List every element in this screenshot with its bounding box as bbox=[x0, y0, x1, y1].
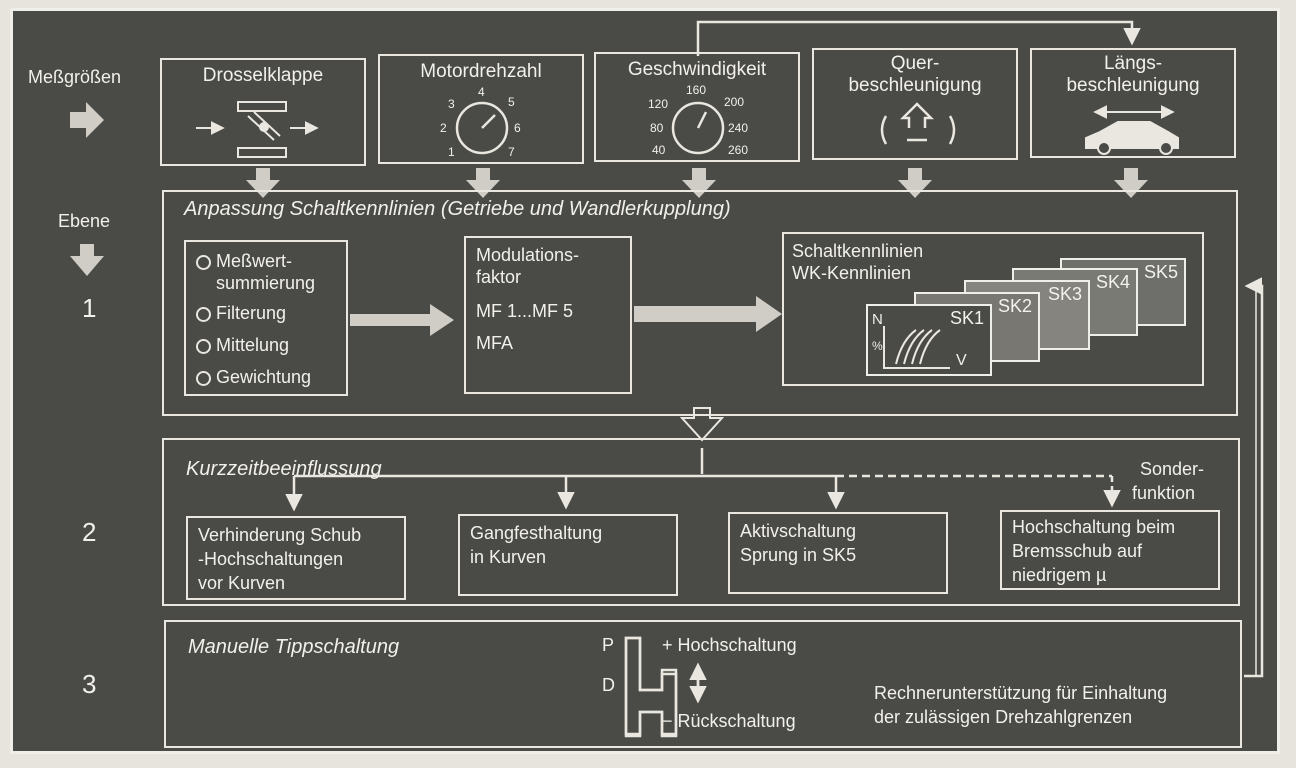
car-longitudinal-icon bbox=[1085, 105, 1179, 155]
dial-number: 160 bbox=[686, 83, 707, 97]
sensor-label: Drosselklappe bbox=[202, 65, 324, 86]
processing-item-3: Mittelung bbox=[196, 335, 289, 356]
level2-box-2: Gangfesthaltung in Kurven bbox=[458, 514, 678, 596]
level3-title: Manuelle Tippschaltung bbox=[188, 636, 400, 658]
sensor-label: Geschwindigkeit bbox=[627, 59, 767, 80]
level-number-3: 3 bbox=[82, 669, 97, 699]
box-line: vor Kurven bbox=[198, 573, 286, 593]
note-line2: der zulässigen Drehzahlgrenzen bbox=[874, 707, 1133, 727]
dial-number: 120 bbox=[648, 97, 669, 111]
level-number-2: 2 bbox=[82, 517, 97, 547]
box-line: -Hochschaltungen bbox=[198, 549, 344, 569]
sensor-vehicle-speed: Geschwindigkeit bbox=[594, 52, 800, 162]
processing-box: Meßwert- summierung Filterung Mittelung … bbox=[184, 240, 348, 396]
note-line1: Rechnerunterstützung für Einhaltung bbox=[874, 683, 1168, 703]
dial-number: 2 bbox=[440, 121, 447, 135]
level2-panel: Kurzzeitbeeinflussung Sonder- funktion bbox=[162, 438, 1240, 606]
box-line: Sprung in SK5 bbox=[740, 545, 857, 565]
sensor-down-arrows bbox=[246, 168, 1148, 198]
dial-number: 80 bbox=[650, 121, 664, 135]
box-line: Gangfesthaltung bbox=[470, 523, 603, 543]
curves-line2: WK-Kennlinien bbox=[792, 263, 912, 283]
inputs-label: Meßgrößen bbox=[28, 67, 122, 87]
dial-number: 240 bbox=[728, 121, 749, 135]
box-line: Hochschaltung beim bbox=[1012, 517, 1176, 537]
levels-label: Ebene bbox=[58, 211, 111, 231]
inputs-arrow-icon bbox=[70, 102, 104, 138]
lateral-acceleration-icon bbox=[880, 102, 956, 145]
dial-number: 7 bbox=[508, 145, 515, 159]
modulation-line1: Modulations- bbox=[476, 245, 580, 265]
box-line: Aktivschaltung bbox=[740, 521, 857, 541]
dial-number: 1 bbox=[448, 145, 455, 159]
modulation-line2: faktor bbox=[476, 267, 522, 287]
speedometer-icon bbox=[671, 101, 725, 155]
processing-item-1: Meßwert- bbox=[196, 251, 292, 272]
axis-x-label: V bbox=[956, 352, 967, 369]
bullet-icon bbox=[196, 338, 211, 354]
shift-curve-card: SK1 bbox=[866, 304, 992, 376]
sensor-label-line2: beschleunigung bbox=[1066, 75, 1200, 96]
axis-y-unit: % bbox=[872, 339, 883, 353]
level2-box-4: Hochschaltung beim Bremsschub auf niedri… bbox=[1000, 510, 1220, 590]
level3-panel: Manuelle Tippschaltung Rechnerunterstütz… bbox=[164, 620, 1242, 748]
dial-number: 6 bbox=[514, 121, 521, 135]
level-number-1: 1 bbox=[82, 293, 97, 323]
dial-number: 200 bbox=[724, 95, 745, 109]
level2-box-3: Aktivschaltung Sprung in SK5 bbox=[728, 512, 948, 594]
box-line: in Kurven bbox=[470, 547, 547, 567]
sensor-label: Motordrehzahl bbox=[420, 61, 542, 82]
arrow-to-curves bbox=[634, 296, 782, 332]
gate-letter-d: D bbox=[602, 675, 615, 695]
sensor-label-line1: Längs- bbox=[1103, 53, 1163, 74]
dial-number: 3 bbox=[448, 97, 455, 111]
bullet-icon bbox=[196, 306, 211, 322]
throttle-valve-icon bbox=[196, 101, 319, 158]
level1-title: Anpassung Schaltkennlinien (Getriebe und… bbox=[184, 198, 731, 220]
upshift-label: + Hochschaltung bbox=[662, 635, 797, 655]
arrow-level1-to-level2 bbox=[679, 407, 725, 442]
sensor-throttle: Drosselklappe bbox=[160, 58, 366, 166]
dial-number: 4 bbox=[478, 85, 485, 99]
special-line1: Sonder- bbox=[1140, 459, 1205, 479]
tachometer-icon bbox=[455, 101, 509, 155]
arrow-to-modulation bbox=[350, 304, 454, 336]
box-line: Verhinderung Schub bbox=[198, 525, 362, 545]
box-line: Bremsschub auf bbox=[1012, 541, 1143, 561]
modulation-value-2: MFA bbox=[476, 333, 514, 353]
curves-line1: Schaltkennlinien bbox=[792, 241, 924, 261]
bullet-icon bbox=[196, 254, 211, 270]
dial-number: 260 bbox=[728, 143, 749, 157]
downshift-label: − Rückschaltung bbox=[662, 711, 796, 731]
processing-item-4: Gewichtung bbox=[196, 367, 311, 388]
level2-box-1: Verhinderung Schub -Hochschaltungen vor … bbox=[186, 516, 406, 600]
special-line2: funktion bbox=[1132, 483, 1196, 503]
level1-panel: Anpassung Schaltkennlinien (Getriebe und… bbox=[162, 190, 1238, 416]
curves-box: Schaltkennlinien WK-Kennlinien bbox=[782, 232, 1204, 386]
sensor-label-line2: beschleunigung bbox=[848, 75, 982, 96]
sensor-engine-speed: Motordrehzahl bbox=[378, 54, 584, 164]
gate-letter-p: P bbox=[602, 635, 615, 655]
dial-number: 5 bbox=[508, 95, 515, 109]
levels-arrow-icon bbox=[70, 244, 104, 276]
level2-title: Kurzzeitbeeinflussung bbox=[186, 458, 382, 480]
processing-item-2: Filterung bbox=[196, 303, 286, 324]
axis-y-label: N bbox=[872, 311, 883, 328]
processing-item-1-cont: summierung bbox=[216, 273, 316, 293]
sensor-longitudinal-accel: Längs- beschleunigung bbox=[1030, 48, 1236, 158]
modulation-value-1: MF 1...MF 5 bbox=[476, 301, 574, 321]
modulation-box: Modulations- faktor MF 1...MF 5 MFA bbox=[464, 236, 632, 394]
box-line: niedrigem µ bbox=[1012, 565, 1107, 585]
sensor-label-line1: Quer- bbox=[890, 53, 940, 74]
bullet-icon bbox=[196, 370, 211, 386]
dial-number: 40 bbox=[652, 143, 666, 157]
sensor-lateral-accel: Quer- beschleunigung bbox=[812, 48, 1018, 160]
